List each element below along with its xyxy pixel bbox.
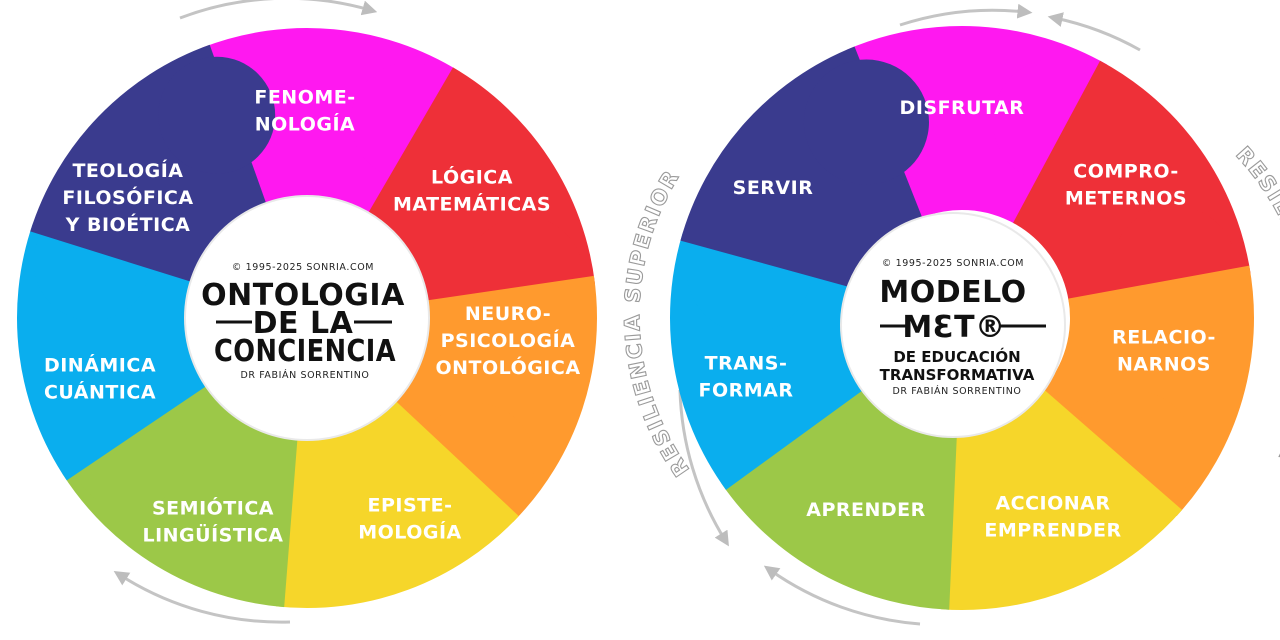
- right-label-relacio-narnos-line-1: RELACIO-: [1112, 327, 1216, 349]
- right-segment-labels: DISFRUTAR COMPRO- METERNOS RELACIO- NARNOS AC…: [698, 97, 1215, 542]
- right-label-disfrutar-line-1: DISFRUTAR: [900, 97, 1025, 119]
- right-segment-relacio-narnos: [1041, 265, 1254, 516]
- left-puzzle-tab-teologia-filosofica-y-bioetica: [158, 56, 276, 174]
- left-label-teologia-filosofica-y-bioetica-line-3: Y BIOÉTICA: [65, 213, 191, 236]
- left-label-neuro-psicologia-ontologica-line-2: PSICOLOGÍA: [441, 329, 576, 352]
- left-wheel: FENOME- NOLOGÍA LÓGICA MATEMÁTICAS NEURO- PSI…: [16, 0, 597, 624]
- right-label-compro-meternos-line-1: COMPRO-: [1073, 161, 1178, 183]
- right-label-servir-line-1: SERVIR: [733, 177, 814, 199]
- right-label-trans-formar-line-2: FORMAR: [698, 380, 793, 402]
- right-center-copyright: © 1995-2025 SONRIA.COM: [882, 258, 1024, 269]
- left-label-teologia-filosofica-y-bioetica-line-2: FILOSÓFICA: [62, 185, 193, 209]
- left-center-title-line-1: ONTOLOGIA: [201, 278, 405, 313]
- left-center-title-line-2: DE LA: [253, 306, 354, 341]
- left-center-title-line-3: CONCIENCIA: [214, 334, 396, 369]
- right-label-trans-formar-line-1: TRANS-: [705, 353, 788, 375]
- left-label-semiotica-linguistica-line-2: LINGÜÍSTICA: [142, 523, 283, 547]
- right-center-subtitle: MƐT®: [902, 310, 1005, 345]
- right-wheel: DISFRUTAR COMPRO- METERNOS RELACIO- NARNOS AC…: [620, 3, 1280, 626]
- right-center-description-line-2: TRANSFORMATIVA: [880, 366, 1035, 384]
- left-label-neuro-psicologia-ontologica-line-3: ONTOLÓGICA: [435, 355, 580, 379]
- left-label-episte-mologia-line-1: EPISTE-: [368, 495, 453, 517]
- right-orbit-arrow-top-left: [899, 3, 1033, 27]
- left-label-semiotica-linguistica-line-1: SEMIÓTICA: [152, 496, 274, 520]
- right-center-ring: [840, 212, 1066, 438]
- left-label-logica-matematicas-line-1: LÓGICA: [431, 165, 513, 189]
- left-label-episte-mologia-line-2: MOLOGÍA: [358, 521, 462, 544]
- left-center-disc: [185, 196, 429, 440]
- right-label-accionar-emprender-line-2: EMPRENDER: [984, 520, 1121, 542]
- right-label-aprender-line-1: APRENDER: [806, 499, 926, 521]
- left-center-copyright: © 1995-2025 SONRIA.COM: [232, 262, 374, 273]
- left-orbit-arrow-bottom: [113, 570, 291, 624]
- left-label-neuro-psicologia-ontologica-line-1: NEURO-: [465, 303, 551, 325]
- left-center-author: DR FABIÁN SORRENTINO: [241, 369, 370, 381]
- right-center-title: MODELO: [879, 275, 1026, 310]
- left-label-teologia-filosofica-y-bioetica-line-1: TEOLOGÍA: [72, 159, 183, 182]
- left-label-dinamica-cuantica-line-1: DINÁMICA: [44, 354, 156, 377]
- right-center-author: DR FABIÁN SORRENTINO: [893, 385, 1022, 397]
- left-orbit-arrow-top: [179, 0, 378, 20]
- left-label-dinamica-cuantica-line-2: CUÁNTICA: [44, 381, 156, 404]
- right-orbit-arrow-bottom: [763, 565, 921, 626]
- left-label-fenome-nologia-line-1: FENOME-: [254, 87, 355, 109]
- left-label-logica-matematicas-line-2: MATEMÁTICAS: [393, 193, 551, 216]
- right-center-disc: [841, 213, 1065, 437]
- right-label-compro-meternos-line-2: METERNOS: [1065, 188, 1187, 210]
- right-label-relacio-narnos-line-2: NARNOS: [1117, 354, 1211, 376]
- right-segments: [670, 26, 1254, 610]
- left-segments: [16, 27, 597, 609]
- left-center-ring: [184, 195, 430, 441]
- right-orbit-arrow-top-right: [1047, 12, 1141, 52]
- left-segment-labels: FENOME- NOLOGÍA LÓGICA MATEMÁTICAS NEURO- PSI…: [44, 87, 580, 547]
- right-puzzle-tab-servir: [803, 59, 929, 185]
- right-center-description-line-1: DE EDUCACIÓN: [893, 347, 1020, 366]
- left-segment-neuro-psicologia-ontologica: [390, 275, 597, 522]
- left-label-fenome-nologia-line-2: NOLOGÍA: [255, 113, 356, 136]
- right-orbit-arrow-left: [678, 389, 729, 547]
- right-label-accionar-emprender-line-1: ACCIONAR: [995, 493, 1110, 515]
